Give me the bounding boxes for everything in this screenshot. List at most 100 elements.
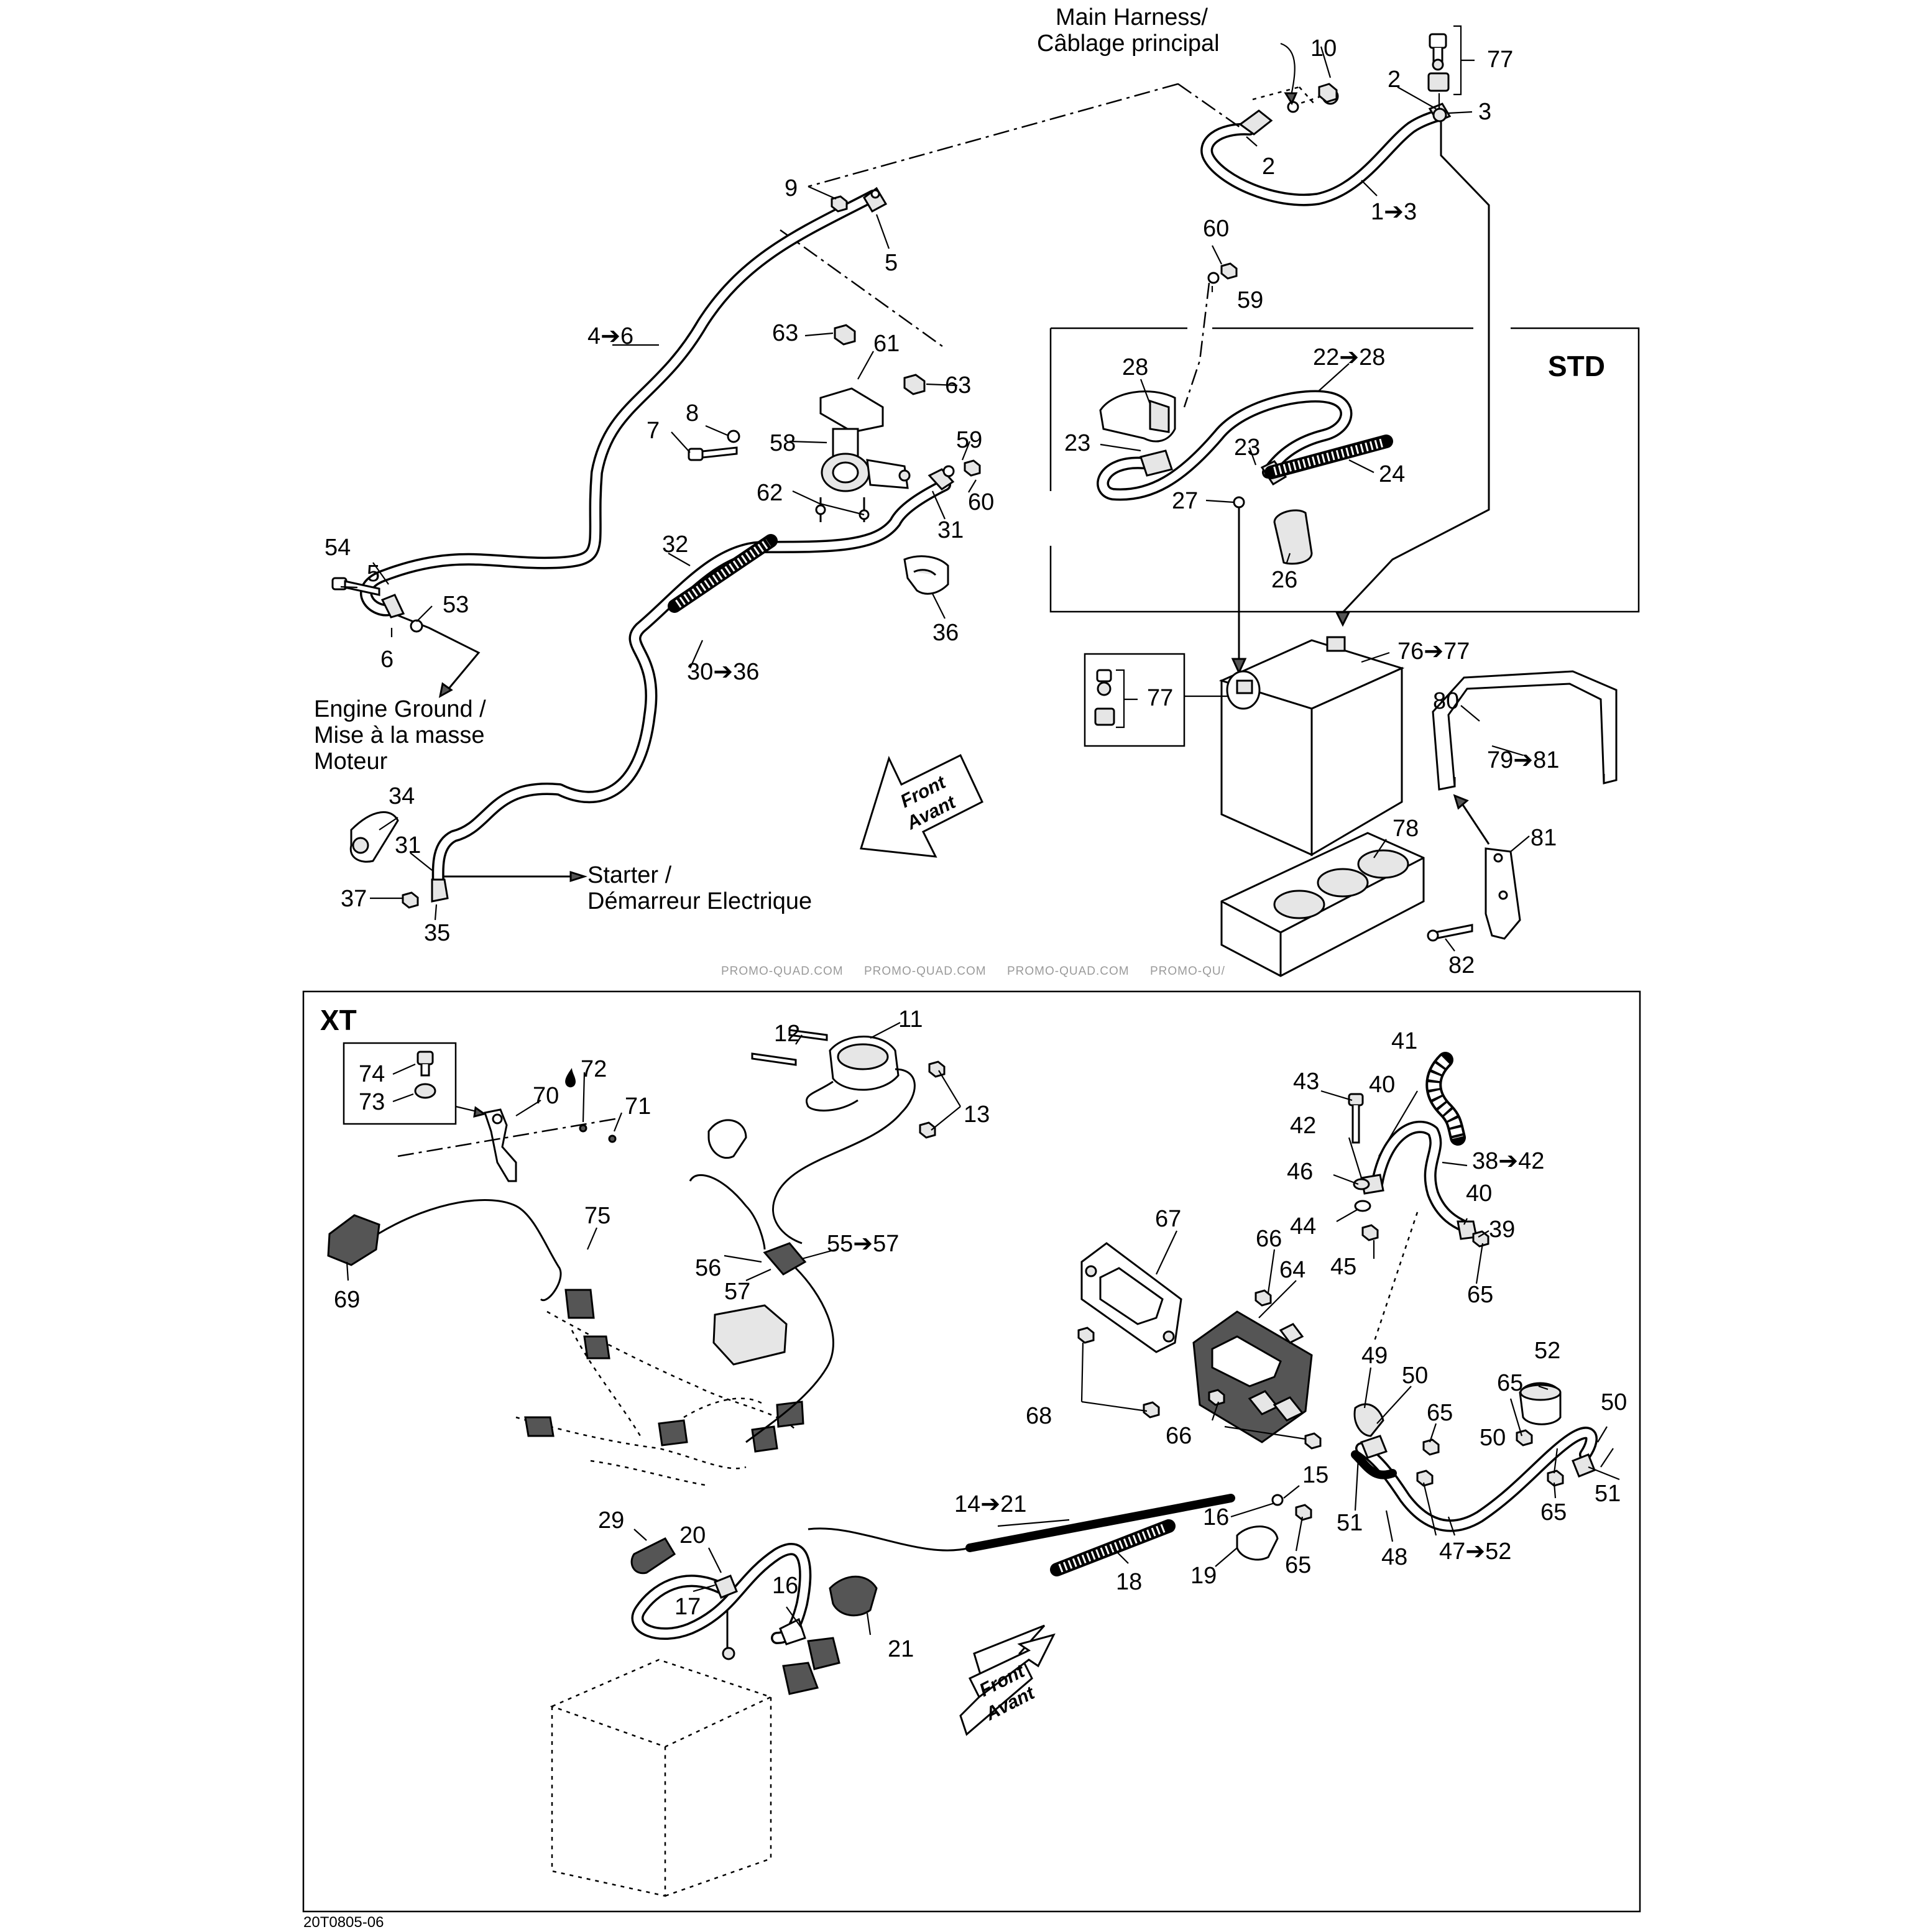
label-15: 15: [1302, 1462, 1328, 1488]
battery-xt: [550, 1604, 773, 1897]
label-48: 48: [1381, 1544, 1407, 1570]
boot-52: [1519, 1382, 1562, 1425]
label-51b: 51: [1595, 1481, 1621, 1507]
callout-engine-ground-line1: Engine Ground /: [314, 696, 486, 722]
label-22to28: 22➔28: [1313, 344, 1385, 370]
label-36: 36: [932, 620, 959, 646]
cable-starter: [431, 468, 955, 903]
label-68: 68: [1026, 1403, 1052, 1429]
label-37: 37: [341, 886, 367, 912]
std-leaders: [340, 46, 1530, 952]
nut-59-60-top: [1207, 262, 1238, 284]
label-23b: 23: [1234, 435, 1260, 461]
arrow-to-strap: [1453, 794, 1490, 845]
label-63b: 63: [945, 372, 971, 398]
label-47to52: 47➔52: [1439, 1539, 1511, 1565]
label-41: 41: [1391, 1028, 1417, 1054]
label-7: 7: [647, 418, 660, 444]
xt-title: XT: [320, 1004, 357, 1036]
label-5a: 5: [885, 250, 898, 276]
label-44: 44: [1290, 1213, 1316, 1240]
inset-73-74: [343, 1042, 487, 1125]
label-17: 17: [674, 1594, 701, 1620]
label-31b: 31: [395, 832, 421, 858]
label-9: 9: [785, 175, 798, 201]
cable-battery-positive-std: [1200, 103, 1452, 206]
starter-solenoid: [815, 387, 911, 522]
engine-ground-pointer: [397, 614, 481, 698]
label-2a: 2: [1388, 67, 1401, 93]
label-16b: 16: [772, 1573, 798, 1599]
label-43: 43: [1293, 1069, 1319, 1095]
bracket-70: [397, 1108, 617, 1182]
label-74: 74: [359, 1061, 385, 1087]
module-67: [1077, 1242, 1182, 1419]
label-27: 27: [1172, 488, 1198, 514]
boot-29: [630, 1537, 676, 1575]
terminal-boot-36: [903, 555, 949, 595]
label-73: 73: [359, 1089, 385, 1115]
label-19: 19: [1190, 1563, 1217, 1589]
label-65d: 65: [1540, 1499, 1567, 1525]
front-arrow-xt: Front Avant: [959, 1624, 1056, 1736]
inset-77: [1084, 653, 1228, 747]
label-3: 3: [1478, 99, 1491, 125]
label-50b: 50: [1601, 1389, 1627, 1415]
label-5b: 5: [367, 561, 380, 587]
bolt-43: [1348, 1093, 1489, 1343]
std-arrowhead-27: [1231, 658, 1247, 675]
xt-nuts: [1271, 1429, 1564, 1521]
label-12: 12: [774, 1021, 800, 1047]
label-69: 69: [334, 1287, 360, 1313]
std-section: STD: [314, 4, 1640, 978]
label-29: 29: [598, 1507, 624, 1534]
label-62: 62: [757, 480, 783, 506]
boot-19: [1236, 1525, 1279, 1561]
cable-xt-38-42: [1360, 1120, 1478, 1240]
label-32: 32: [662, 531, 688, 558]
label-46: 46: [1287, 1159, 1313, 1185]
boot-34: [349, 811, 399, 863]
nut-10: [1318, 83, 1338, 103]
diagram-code: 20T0805-06: [303, 1914, 384, 1929]
label-78: 78: [1393, 816, 1419, 842]
label-65c: 65: [1427, 1400, 1453, 1426]
label-53: 53: [443, 592, 469, 618]
callout-engine-ground-line2: Mise à la masse: [314, 722, 485, 748]
std-boot-28: [1099, 390, 1176, 443]
bolt-77-top: [1427, 25, 1475, 122]
connector-55-57: [689, 1174, 834, 1443]
label-50c: 50: [1480, 1425, 1506, 1451]
label-21: 21: [888, 1636, 914, 1662]
label-34: 34: [389, 783, 415, 809]
nut-9: [831, 195, 848, 213]
label-59b: 59: [956, 427, 982, 453]
label-51a: 51: [1337, 1510, 1363, 1536]
cable-engine-ground: [359, 186, 888, 619]
battery-std: [1218, 636, 1405, 857]
label-40a: 40: [1369, 1072, 1395, 1098]
bolt-7: [688, 430, 740, 461]
sensor-11: [707, 1029, 946, 1244]
label-81: 81: [1531, 825, 1557, 851]
label-35: 35: [424, 920, 450, 946]
arrow-to-battery-terminal: [1335, 121, 1490, 627]
label-60b: 60: [968, 489, 994, 515]
label-80: 80: [1433, 688, 1459, 714]
label-30to36: 30➔36: [687, 659, 759, 685]
label-4to6: 4➔6: [587, 323, 633, 349]
label-23a: 23: [1064, 430, 1090, 456]
watermark-4: PROMO-QU/: [1150, 965, 1225, 978]
watermark-2: PROMO-QUAD.COM: [864, 965, 987, 978]
label-26: 26: [1271, 567, 1297, 593]
label-57: 57: [724, 1279, 750, 1305]
std-conduit-24: [1264, 435, 1393, 479]
starter-pointer: [443, 870, 587, 883]
label-66b: 66: [1166, 1423, 1192, 1449]
label-45: 45: [1330, 1254, 1356, 1280]
label-66a: 66: [1256, 1226, 1282, 1252]
label-63a: 63: [772, 320, 798, 346]
label-56: 56: [695, 1255, 721, 1281]
